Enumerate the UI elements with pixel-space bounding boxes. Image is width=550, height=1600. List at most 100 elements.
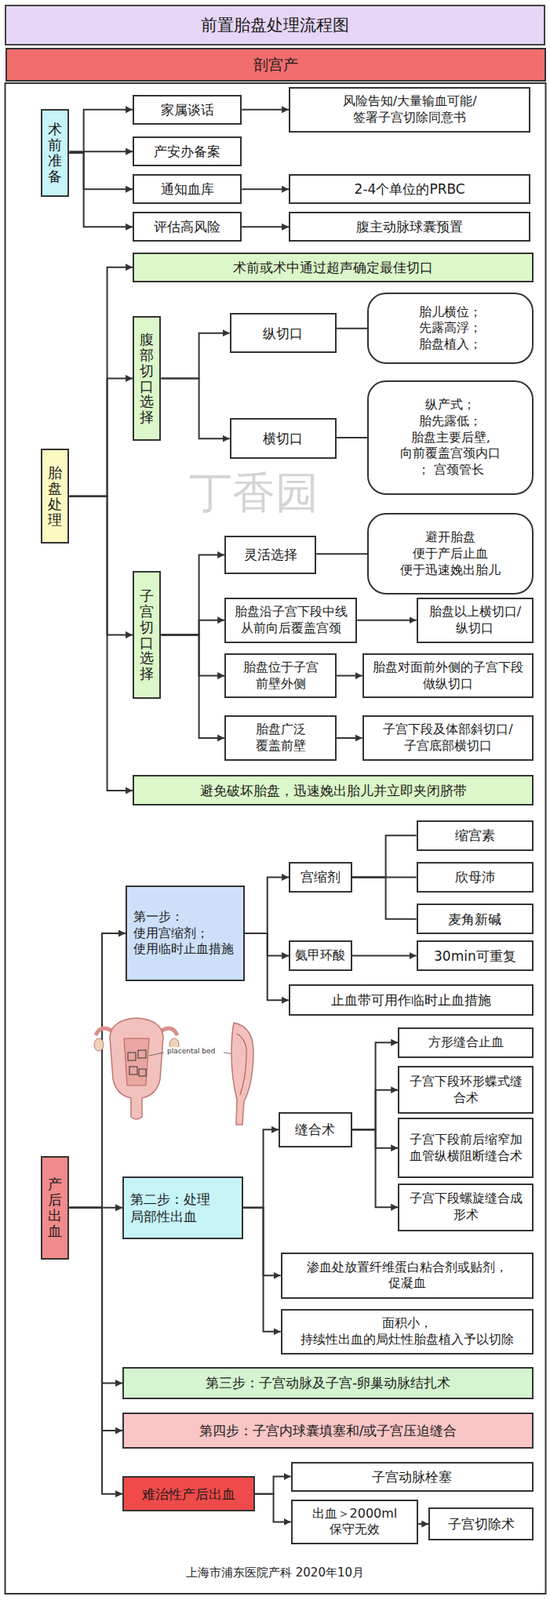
node-text: 胎盘对面前外侧的子宫下段做纵切口 bbox=[370, 659, 526, 693]
node-text: 腹部切口选择 bbox=[139, 331, 154, 426]
process-box: 面积小，持续性出血的局灶性胎盘植入予以切除 bbox=[280, 1309, 535, 1356]
section-label: 产后出血 bbox=[40, 1156, 70, 1261]
node-text: 胎盘沿子宫下段中线 从前向后覆盖宫颈 bbox=[230, 604, 351, 638]
node-text: 第四步：子宫内球囊填塞和/或子宫压迫缝合 bbox=[130, 1422, 526, 1440]
node-text: 避免破坏胎盘，迅速娩出胎儿并立即夹闭脐带 bbox=[140, 782, 526, 800]
connector bbox=[160, 620, 225, 636]
step-box: 避免破坏胎盘，迅速娩出胎儿并立即夹闭脐带 bbox=[132, 775, 534, 806]
node-text: 子宫切除术 bbox=[434, 1515, 528, 1534]
node-text: 出血＞2000ml 保守无效 bbox=[297, 1506, 413, 1540]
connector bbox=[69, 378, 133, 497]
node-text: 腹主动脉球囊预置 bbox=[296, 218, 523, 236]
node-text: 子宫下段螺旋缝合成形术 bbox=[405, 1191, 526, 1224]
process-box: 胎盘广泛 覆盖前壁 bbox=[224, 715, 337, 762]
title-band: 前置胎盘处理流程图 bbox=[4, 4, 546, 46]
node-text: 止血带可用作临时止血措施 bbox=[296, 991, 526, 1009]
connector bbox=[69, 1208, 123, 1385]
process-box: 麦角新碱 bbox=[416, 903, 535, 935]
node-text: 通知血库 bbox=[138, 180, 236, 198]
connector bbox=[336, 675, 363, 678]
node-text: 方形缝合止血 bbox=[404, 1034, 528, 1052]
node-text: 胎盘广泛 覆盖前壁 bbox=[230, 721, 331, 755]
process-box: 氨甲环酸 bbox=[288, 940, 353, 972]
connector bbox=[336, 437, 368, 439]
connector bbox=[241, 225, 289, 228]
process-box: 灵活选择 bbox=[224, 535, 317, 575]
process-box: 家属谈话 bbox=[132, 94, 242, 125]
connector bbox=[418, 1523, 429, 1526]
connector bbox=[356, 619, 416, 622]
node-text: 氨甲环酸 bbox=[292, 947, 349, 965]
section-label: 胎盘处理 bbox=[40, 448, 70, 544]
node-text: 胎盘位于子宫 前壁外侧 bbox=[230, 659, 331, 693]
section-label: 腹部切口选择 bbox=[132, 316, 161, 441]
step-box: 难治性产后出血 bbox=[122, 1476, 255, 1513]
connector bbox=[254, 1477, 292, 1495]
process-box: 通知血库 bbox=[132, 174, 242, 204]
node-text: 30min可重复 bbox=[422, 947, 529, 966]
figure-label: placental bed bbox=[166, 1047, 216, 1056]
process-box: 30min可重复 bbox=[416, 940, 535, 972]
section-label: 子宫切口选择 bbox=[132, 571, 161, 700]
connector bbox=[69, 267, 133, 497]
caption: 上海市浦东医院产科 2020年10月 bbox=[4, 1566, 546, 1581]
process-box: 2-4个单位的PRBC bbox=[288, 174, 531, 204]
process-box: 腹主动脉球囊预置 bbox=[288, 211, 531, 242]
node-text: 子宫下段及体部斜切口/子宫底部横切口 bbox=[370, 721, 526, 755]
bracket-note: 胎儿横位； 先露高浮； 胎盘植入； bbox=[367, 292, 534, 365]
connector bbox=[160, 635, 225, 739]
connector bbox=[241, 109, 289, 111]
step-box: 第二步：处理 局部性出血 bbox=[122, 1176, 243, 1241]
process-box: 胎盘沿子宫下段中线 从前向后覆盖宫颈 bbox=[224, 597, 357, 644]
node-text: 子宫动脉栓塞 bbox=[297, 1468, 529, 1487]
connector bbox=[69, 152, 133, 227]
node-text: 子宫切口选择 bbox=[139, 588, 154, 682]
section-band: 剖宫产 bbox=[5, 47, 547, 82]
connector bbox=[336, 737, 363, 740]
node-text: 2-4个单位的PRBC bbox=[296, 180, 523, 198]
process-box: 评估高风险 bbox=[132, 211, 242, 242]
node-text: 宫缩剂 bbox=[293, 868, 348, 886]
connector bbox=[336, 327, 368, 330]
connector bbox=[69, 150, 133, 153]
step-box: 第一步： 使用宫缩剂； 使用临时止血措施 bbox=[125, 885, 245, 982]
connector bbox=[254, 1494, 292, 1523]
process-box: 风险告知/大量输血可能/签署子宫切除同意书 bbox=[288, 87, 531, 133]
step-box: 术前或术中通过超声确定最佳切口 bbox=[132, 252, 534, 283]
connector bbox=[316, 553, 368, 555]
node-text: 纵产式； 胎先露低； 胎盘主要后壁,向前覆盖宫颈内口； 宫颈管长 bbox=[400, 397, 501, 479]
watermark: 丁香园 bbox=[188, 464, 320, 523]
node-text: 评估高风险 bbox=[138, 218, 236, 236]
node-text: 难治性产后出血 bbox=[128, 1486, 249, 1504]
process-box: 产安办备案 bbox=[132, 136, 242, 167]
process-box: 出血＞2000ml 保守无效 bbox=[291, 1500, 419, 1546]
node-text: 剖宫产 bbox=[13, 54, 539, 75]
node-text: 胎儿横位； 先露高浮； 胎盘植入； bbox=[389, 304, 512, 354]
process-box: 纵切口 bbox=[229, 313, 338, 354]
node-text: 灵活选择 bbox=[230, 546, 310, 564]
node-text: 缩宫素 bbox=[422, 826, 529, 845]
connector bbox=[352, 835, 417, 878]
section-label: 术前准备 bbox=[40, 109, 70, 197]
process-box: 子宫下段螺旋缝合成形术 bbox=[397, 1183, 534, 1232]
node-text: 第二步：处理 局部性出血 bbox=[130, 1191, 235, 1226]
node-text: 术前或术中通过超声确定最佳切口 bbox=[140, 258, 526, 277]
process-box: 横切口 bbox=[229, 418, 338, 459]
bracket-note: 避开胎盘 便于产后止血 便于迅速娩出胎儿 bbox=[367, 513, 534, 595]
frame-rect bbox=[5, 83, 547, 1595]
connector bbox=[160, 635, 225, 677]
node-text: 家属谈话 bbox=[138, 101, 236, 119]
node-text: 横切口 bbox=[236, 429, 332, 448]
connector bbox=[69, 109, 133, 153]
node-text: 产后出血 bbox=[47, 1176, 62, 1239]
connector bbox=[244, 933, 289, 1001]
process-box: 缝合术 bbox=[278, 1112, 353, 1149]
node-text: 风险告知/大量输血可能/签署子宫切除同意书 bbox=[296, 93, 523, 127]
connector bbox=[243, 1208, 281, 1333]
step-box: 第三步：子宫动脉及子宫-卵巢动脉结扎术 bbox=[122, 1367, 534, 1401]
node-text: 第一步： 使用宫缩剂； 使用临时止血措施 bbox=[133, 909, 237, 958]
node-text: 子宫下段前后缩窄加血管纵横阻断缝合术 bbox=[405, 1132, 526, 1166]
node-text: 产安办备案 bbox=[138, 142, 236, 161]
process-box: 子宫下段及体部斜切口/子宫底部横切口 bbox=[362, 715, 534, 762]
connector bbox=[243, 1208, 281, 1276]
